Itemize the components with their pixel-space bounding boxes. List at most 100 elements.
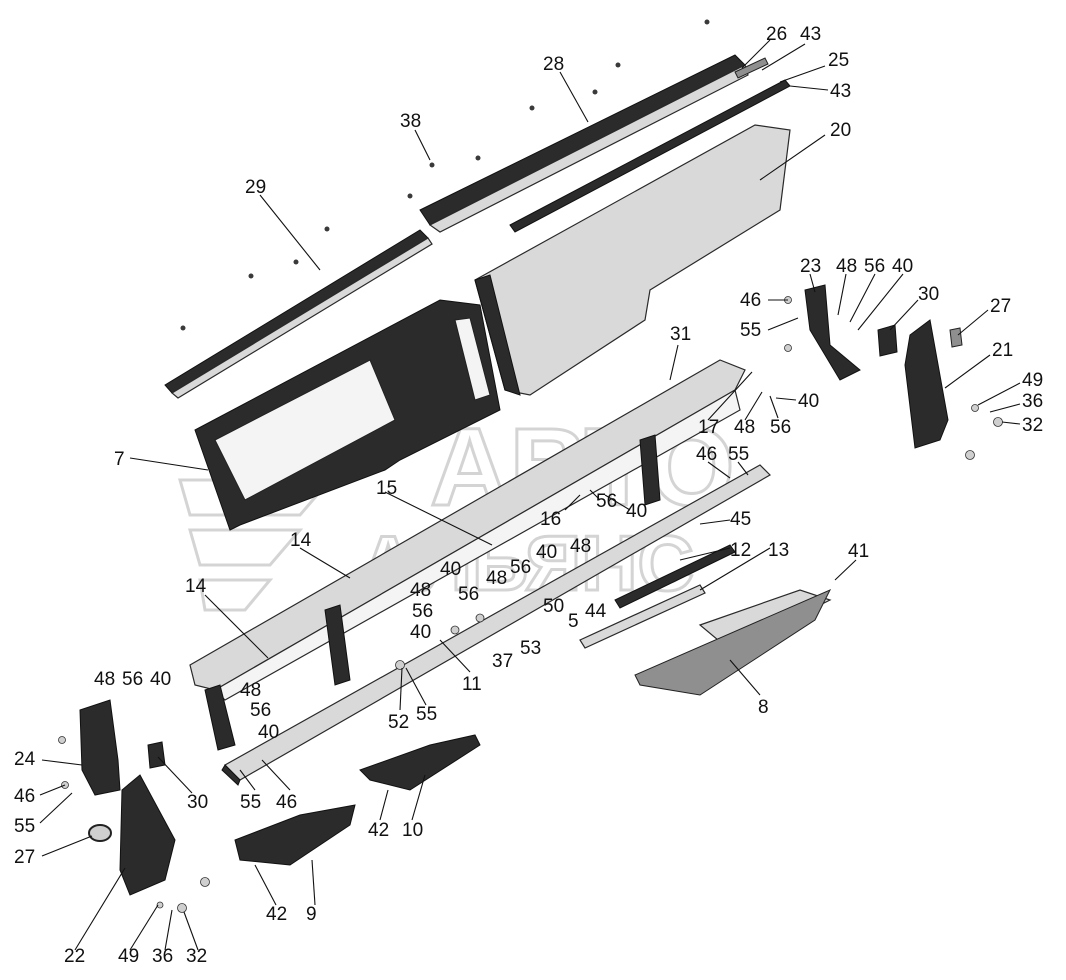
leader-46d — [261, 759, 291, 791]
trim-strip-29-face — [170, 237, 433, 399]
washer — [58, 736, 66, 744]
bolt — [615, 62, 621, 68]
leader-32a — [1001, 421, 1021, 425]
callout-27: 27 — [990, 296, 1011, 317]
callout-labels: 26 43 25 43 28 38 20 29 23 48 56 40 30 4… — [14, 24, 1043, 967]
callout-5: 5 — [568, 611, 579, 632]
callout-30: 30 — [918, 284, 939, 305]
lower-tray-group — [234, 734, 481, 866]
leader-30a — [889, 299, 919, 331]
callout-56: 56 — [412, 601, 433, 622]
callout-55: 55 — [740, 320, 761, 341]
rail-11-edge — [221, 764, 241, 786]
callout-26: 26 — [766, 24, 787, 45]
leader-28 — [559, 71, 589, 123]
callout-48: 48 — [836, 256, 857, 277]
beam-leg-2 — [324, 604, 351, 686]
tray-8 — [634, 588, 832, 696]
callout-55: 55 — [416, 704, 437, 725]
callout-46: 46 — [696, 444, 717, 465]
callout-28: 28 — [543, 54, 564, 75]
cover-20-side — [474, 274, 521, 396]
leader-55d — [39, 792, 73, 824]
washer — [200, 877, 210, 887]
callout-32: 32 — [186, 946, 207, 967]
leader-17 — [707, 371, 753, 421]
washer — [784, 344, 792, 352]
callout-30: 30 — [187, 792, 208, 813]
bolt — [592, 89, 598, 95]
fasteners — [58, 19, 1003, 913]
leader-55a — [767, 317, 799, 331]
leader-14a — [299, 547, 351, 579]
callout-48: 48 — [486, 568, 507, 589]
leader-55e — [239, 769, 256, 791]
leader-38 — [414, 129, 431, 161]
callout-40: 40 — [150, 669, 171, 690]
leader-36a — [989, 403, 1021, 413]
callout-43: 43 — [800, 24, 821, 45]
callout-22: 22 — [64, 946, 85, 967]
leader-29 — [259, 194, 321, 271]
leader-16 — [564, 494, 581, 511]
frame-7-window-2 — [454, 317, 491, 401]
callout-27: 27 — [14, 847, 35, 868]
leader-9 — [311, 859, 316, 906]
callout-40: 40 — [440, 559, 461, 580]
callout-49: 49 — [118, 946, 139, 967]
beam-leg-1 — [204, 684, 236, 751]
leader-23 — [809, 273, 816, 293]
grommet-27 — [88, 824, 112, 842]
leader-42b — [254, 864, 277, 906]
callout-46: 46 — [276, 792, 297, 813]
bolt — [180, 325, 186, 331]
leader-20 — [759, 134, 826, 181]
callout-36: 36 — [152, 946, 173, 967]
leader-30b — [157, 756, 193, 794]
callout-13: 13 — [768, 540, 789, 561]
washer — [177, 903, 187, 913]
leader-46c — [39, 784, 66, 796]
callout-50: 50 — [543, 596, 564, 617]
callout-46: 46 — [740, 290, 761, 311]
leader-42a — [379, 789, 389, 821]
callout-40: 40 — [798, 391, 819, 412]
callout-48: 48 — [94, 669, 115, 690]
leader-49a — [977, 382, 1021, 406]
callout-15: 15 — [376, 478, 397, 499]
leader-55c — [405, 667, 427, 706]
bracket-22 — [119, 774, 176, 896]
leader-55b — [737, 461, 749, 476]
bracket-21 — [904, 319, 949, 449]
callout-40: 40 — [536, 542, 557, 563]
callout-16: 16 — [540, 509, 561, 530]
right-bracket-group — [804, 284, 963, 449]
callout-55: 55 — [240, 792, 261, 813]
leader-48a — [837, 273, 847, 316]
leader-52 — [399, 667, 403, 711]
leader-27b — [41, 835, 93, 857]
callout-10: 10 — [402, 820, 423, 841]
bolt — [475, 155, 481, 161]
washer — [450, 625, 460, 635]
callout-56: 56 — [250, 700, 271, 721]
callout-56: 56 — [510, 557, 531, 578]
callout-21: 21 — [992, 340, 1013, 361]
leader-32b — [183, 911, 199, 951]
callout-56: 56 — [122, 669, 143, 690]
leader-15 — [384, 491, 493, 546]
callout-36: 36 — [1022, 391, 1043, 412]
callout-53: 53 — [520, 638, 541, 659]
callout-12: 12 — [730, 540, 751, 561]
callout-40: 40 — [892, 256, 913, 277]
callout-11: 11 — [462, 674, 482, 695]
block-30-left — [147, 741, 166, 769]
callout-56: 56 — [864, 256, 885, 277]
frame-7-window — [214, 359, 396, 501]
callout-43: 43 — [830, 81, 851, 102]
frame-7 — [194, 299, 501, 531]
callout-40: 40 — [410, 622, 431, 643]
callout-25: 25 — [828, 50, 849, 71]
bolt — [429, 162, 435, 168]
